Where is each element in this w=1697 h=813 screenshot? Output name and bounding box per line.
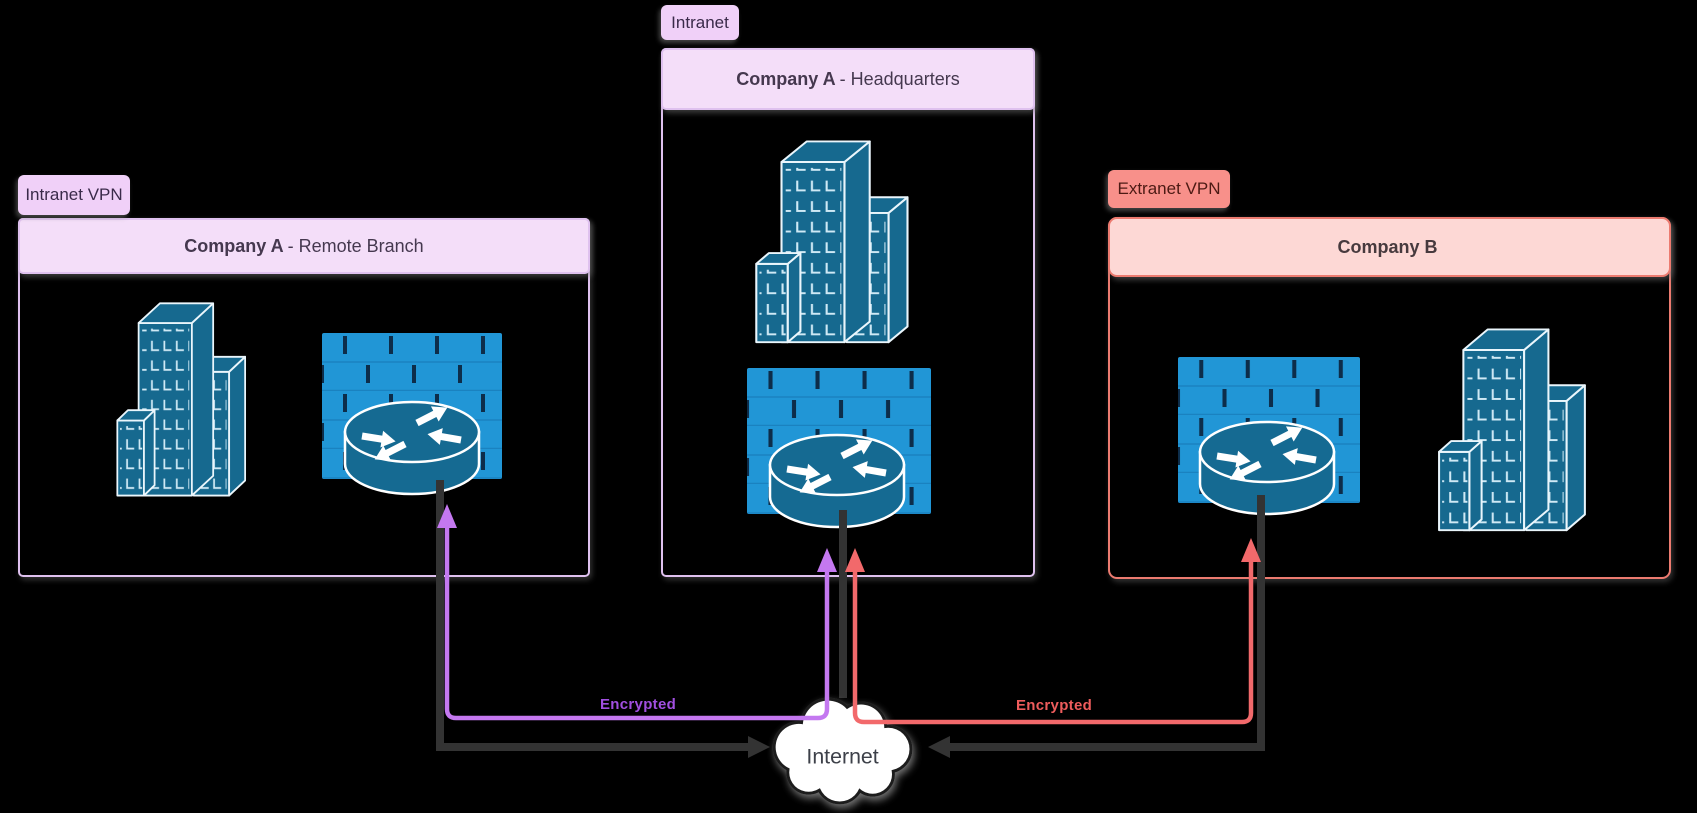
extranet-vpn-tag: Extranet VPN [1108,170,1230,208]
remote-branch-title: Company A - Remote Branch [18,218,590,274]
router-icon [1192,394,1342,520]
intranet-tag: Intranet [661,5,739,40]
internet-label: Internet [806,745,878,769]
building-icon [1433,303,1595,538]
remote-branch-suffix: - Remote Branch [287,235,424,256]
headquarters-title: Company A - Headquarters [661,48,1035,110]
physical-link-arrowheads [748,736,950,758]
intranet-vpn-tag: Intranet VPN [18,175,130,215]
building-icon [112,278,254,503]
router-icon [337,374,487,500]
internet-cloud: Internet [772,697,913,805]
remote-branch-company: Company A [184,235,284,256]
company-b-company: Company B [1337,236,1438,257]
intranet-encrypted-label: Encrypted [600,696,677,713]
headquarters-company: Company A [736,68,836,89]
company-b-title: Company B [1108,217,1671,277]
headquarters-suffix: - Headquarters [839,68,960,89]
extranet-encrypted-label: Encrypted [1016,697,1093,714]
building-icon [750,115,918,350]
router-icon [762,407,912,533]
